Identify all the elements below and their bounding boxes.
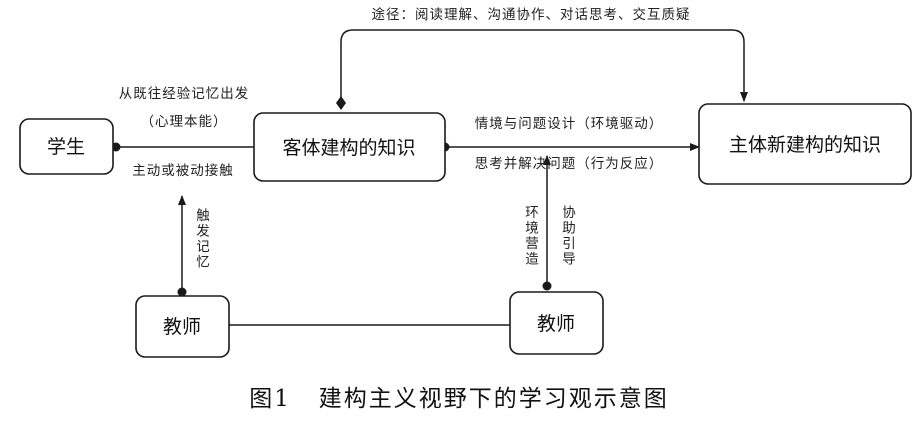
node-label-object-knowledge: 客体建构的知识: [282, 137, 415, 159]
node-label-teacher-right: 教师: [537, 313, 575, 335]
edge-label-contact: 主动或被动接触: [132, 162, 234, 179]
edge-label-instinct: （心理本能）: [141, 114, 228, 130]
top-path-connector: [340, 29, 748, 103]
node-label-student: 学生: [47, 136, 85, 158]
edge-label-trigger-memory: 触发记忆: [193, 208, 210, 270]
node-subject-knowledge: 主体新建构的知识: [698, 103, 912, 185]
edge-label-assist-guide: 协助引导: [559, 205, 576, 267]
node-label-subject-knowledge: 主体新建构的知识: [729, 134, 881, 156]
edge-label-problem-solving: 思考并解决问题（行为反应）: [475, 155, 664, 172]
node-student: 学生: [19, 118, 114, 175]
edge-teacher-right-dot: [542, 281, 552, 291]
node-object-knowledge: 客体建构的知识: [253, 112, 446, 182]
edge-label-env-build: 环境营造: [522, 205, 539, 267]
edge-label-top-path: 途径：阅读理解、沟通协作、对话思考、交互质疑: [372, 6, 691, 23]
figure-caption: 图1 建构主义视野下的学习观示意图: [249, 386, 669, 412]
node-teacher-left: 教师: [135, 295, 230, 358]
node-label-teacher-left: 教师: [163, 316, 201, 338]
edge-label-from-memory: 从既往经验记忆出发: [119, 86, 250, 102]
edge-label-scenario-design: 情境与问题设计（环境驱动）: [475, 116, 664, 132]
top-path-diamond: [336, 96, 346, 110]
edge-teacher-left-dot: [177, 287, 187, 297]
node-teacher-right: 教师: [509, 291, 604, 355]
